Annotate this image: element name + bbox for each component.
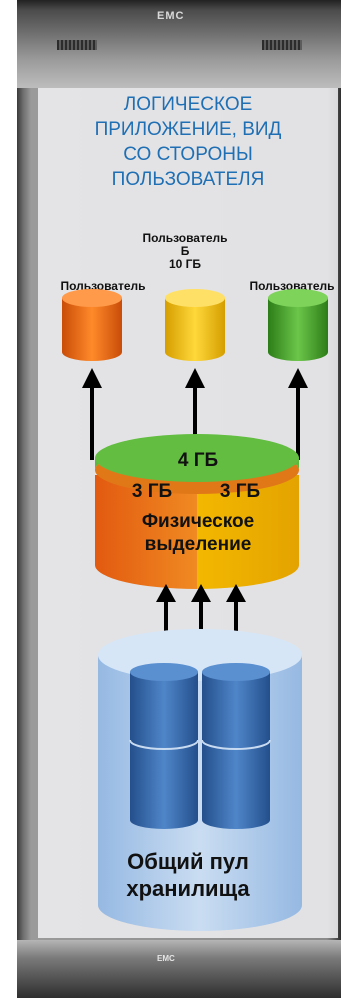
user-a-cylinder [62, 289, 122, 361]
pool-label-line: Общий пул [127, 849, 249, 874]
user-b-letter: Б [180, 244, 190, 258]
rack-slot [262, 40, 302, 50]
shared-allocation-value: 4 ГБ [177, 450, 219, 471]
user-c-name: Пользователь [249, 280, 335, 293]
physical-label-line: выделение [144, 534, 252, 555]
disk-stack-right [201, 663, 271, 829]
user-b-cylinder [165, 289, 225, 361]
storage-pool-label: Общий пул хранилища [38, 848, 338, 902]
title-line: СО СТОРОНЫ [123, 144, 253, 165]
physical-allocation-label: Физическое выделение [100, 510, 296, 556]
user-b-size: 10 ГБ [168, 257, 202, 271]
allocation-right-value: 3 ГБ [219, 481, 261, 502]
rack-footer: EMC [17, 940, 341, 998]
disk-stack-left [129, 663, 199, 829]
diagram-title: ЛОГИЧЕСКОЕ ПРИЛОЖЕНИЕ, ВИД СО СТОРОНЫ ПО… [38, 92, 338, 192]
user-b-label: Пользователь Б 10 ГБ [120, 232, 250, 271]
user-a-name: Пользователь [60, 279, 146, 293]
user-c-cylinder [268, 289, 328, 361]
allocation-left-value: 3 ГБ [131, 481, 173, 502]
physical-label-line: Физическое [141, 511, 255, 532]
pool-label-line: хранилища [126, 876, 250, 901]
user-b-name: Пользователь [142, 231, 228, 245]
rack-footer-brand: EMC [157, 954, 175, 963]
physical-allocation-cylinder [95, 434, 299, 589]
title-line: ЛОГИЧЕСКОЕ [123, 94, 253, 115]
title-line: ПОЛЬЗОВАТЕЛЯ [111, 169, 265, 190]
title-line: ПРИЛОЖЕНИЕ, ВИД [94, 119, 282, 140]
rack-brand: EMC [157, 10, 185, 22]
rack-slot [57, 40, 97, 50]
